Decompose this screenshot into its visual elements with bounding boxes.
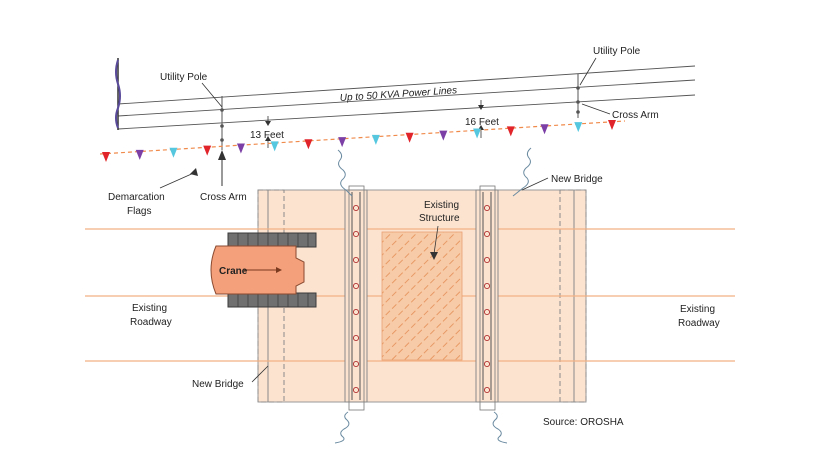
pile xyxy=(483,386,491,394)
clearance-16-label: 16 Feet xyxy=(465,117,499,128)
demarcation-flag xyxy=(304,139,313,150)
pile xyxy=(352,230,360,238)
break-line xyxy=(512,147,532,197)
crane-label: Crane xyxy=(219,266,248,277)
demarcation-flag xyxy=(473,128,482,139)
clearance-13-label: 13 Feet xyxy=(250,130,284,141)
demarcation-flag xyxy=(506,126,515,137)
new-bridge-top-label: New Bridge xyxy=(551,174,603,185)
arrowhead xyxy=(430,252,438,260)
pile xyxy=(483,230,491,238)
arrowhead xyxy=(265,136,271,141)
break-line xyxy=(337,149,353,197)
crane-track-top xyxy=(227,232,317,248)
break-line xyxy=(492,411,508,444)
demarcation-flags-label: Demarcation xyxy=(108,192,165,203)
piles xyxy=(352,204,491,394)
arrowhead xyxy=(478,105,484,110)
cross-arm-right-label: Cross Arm xyxy=(612,110,659,121)
existing-structure xyxy=(381,231,463,361)
pile xyxy=(352,334,360,342)
demarcation-flag xyxy=(371,134,380,145)
pile xyxy=(483,334,491,342)
pile xyxy=(483,308,491,316)
arrowhead xyxy=(190,168,198,176)
demarcation-flag xyxy=(540,124,549,135)
new-bridge-bottom-label: New Bridge xyxy=(192,379,244,390)
pile xyxy=(483,282,491,290)
cross-arm-left-label: Cross Arm xyxy=(200,192,247,203)
utility-pole-right-label: Utility Pole xyxy=(593,46,641,57)
pile xyxy=(352,360,360,368)
pile-bent-right xyxy=(475,185,499,411)
power-line xyxy=(117,79,696,117)
existing-roadway-right-label-2: Roadway xyxy=(678,318,720,329)
existing-structure-label-2: Structure xyxy=(419,213,460,224)
pile xyxy=(352,256,360,264)
demarcation-flag xyxy=(439,130,448,141)
demarcation-flags-label-2: Flags xyxy=(127,206,151,217)
pile xyxy=(483,360,491,368)
leader-utility-pole-left xyxy=(201,82,223,108)
pile xyxy=(352,308,360,316)
leader-new-bridge-top xyxy=(521,177,549,191)
demarcation-flag xyxy=(102,152,110,162)
utility-pole-right xyxy=(576,74,580,118)
leader-existing-structure xyxy=(433,225,439,255)
crane-boom-arrowhead xyxy=(276,267,282,273)
utility-pole-left-label: Utility Pole xyxy=(160,72,208,83)
crane xyxy=(210,232,317,308)
utility-pole-left xyxy=(220,96,224,150)
pile xyxy=(483,204,491,212)
demarcation-flag xyxy=(135,149,144,160)
pile-bent-left xyxy=(344,185,368,411)
leader-lines xyxy=(159,57,611,383)
demarcation-flag-line xyxy=(99,120,626,155)
break-line xyxy=(334,411,350,444)
demarcation-flag xyxy=(608,120,616,130)
break-lines xyxy=(334,147,532,444)
arrowhead xyxy=(265,121,271,126)
leader-new-bridge-bottom xyxy=(251,365,269,383)
left-insulator xyxy=(115,58,121,130)
pile xyxy=(483,256,491,264)
pile xyxy=(352,386,360,394)
demarcation-flag xyxy=(169,147,178,158)
demarcation-flag xyxy=(270,141,279,152)
existing-roadway-right-label: Existing xyxy=(680,304,715,315)
demarcation-flag xyxy=(203,145,212,156)
existing-structure-label: Existing xyxy=(424,200,459,211)
demarcation-flag xyxy=(405,132,414,143)
existing-roadway-left-label: Existing xyxy=(132,303,167,314)
leader-demarcation-flags xyxy=(159,171,197,189)
power-line xyxy=(117,94,696,130)
source-credit: Source: OROSHA xyxy=(543,417,624,428)
existing-roadway-left-label-2: Roadway xyxy=(130,317,172,328)
demarcation-flag xyxy=(338,137,347,148)
demarcation-flags xyxy=(102,120,616,162)
leader-cross-arm-right xyxy=(581,103,611,115)
leader-utility-pole-right xyxy=(579,57,597,86)
demarcation-flag xyxy=(574,122,583,133)
demarcation-flag xyxy=(236,143,245,154)
pile xyxy=(352,282,360,290)
pile xyxy=(352,204,360,212)
crane-track-bottom xyxy=(227,292,317,308)
cross-arm-left-arrowhead xyxy=(218,150,226,160)
